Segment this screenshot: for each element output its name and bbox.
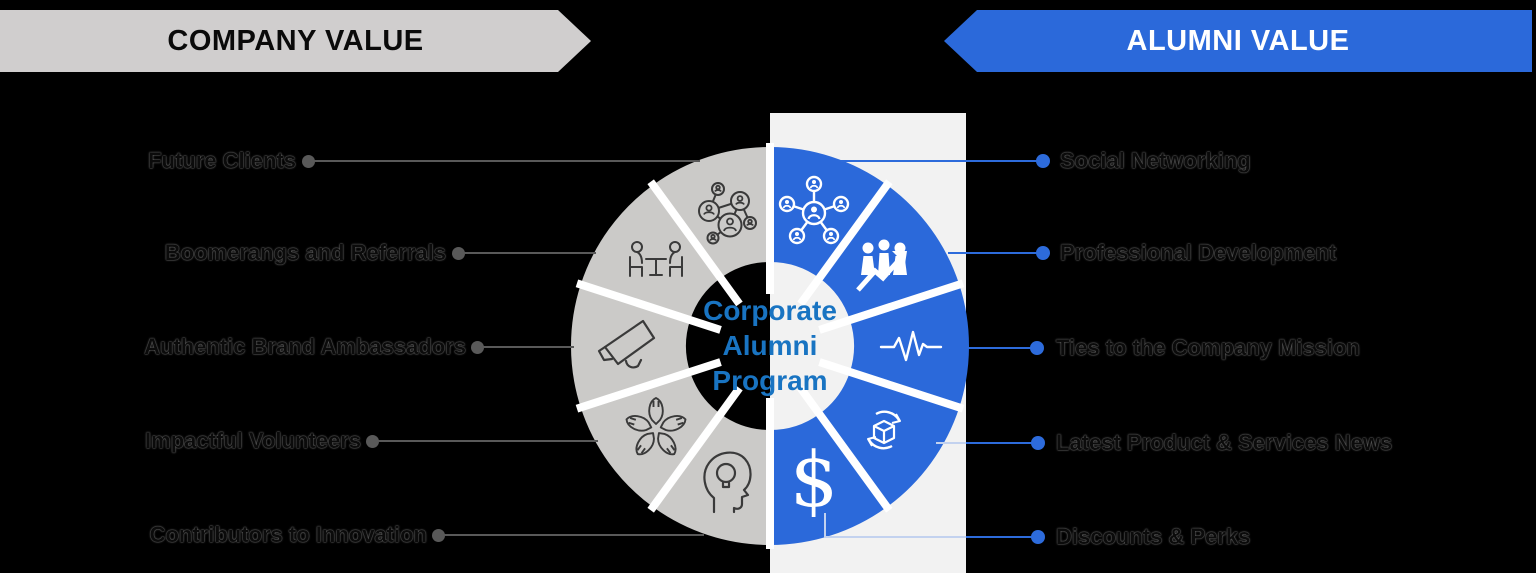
connector-line <box>841 160 1037 162</box>
connector-line <box>967 347 1031 349</box>
connector-line <box>948 252 1037 254</box>
connector-dot <box>471 341 484 354</box>
connector-dot <box>1036 154 1050 168</box>
connector-line <box>483 346 574 348</box>
segment-company-0 <box>653 413 770 545</box>
connector-dot <box>302 155 315 168</box>
segment-separator <box>797 385 893 513</box>
label-impactful-volunteers: Impactful Volunteers <box>145 428 361 453</box>
segment-company-1 <box>580 371 721 507</box>
connector-dot <box>452 247 465 260</box>
connector-line <box>314 160 700 162</box>
segment-separator <box>797 179 893 307</box>
label-professional-development: Professional Development <box>1060 240 1337 265</box>
svg-text:$: $ <box>790 435 838 524</box>
connector-line <box>378 440 598 442</box>
connector-line <box>824 536 966 538</box>
heartbeat-icon <box>879 330 943 362</box>
hands-together-icon <box>625 397 687 456</box>
segment-company-2 <box>571 284 691 408</box>
company-value-banner-label: COMPANY VALUE <box>167 24 424 57</box>
segment-separator <box>647 385 743 513</box>
segment-separator <box>647 179 743 307</box>
connector-dot <box>1031 436 1045 450</box>
connector-dot <box>1030 341 1044 355</box>
diagram-title-line1: Corporate <box>703 295 837 326</box>
segment-separator <box>575 279 722 334</box>
alumni-value-banner: ALUMNI VALUE <box>944 10 1532 72</box>
segment-separator <box>575 358 722 413</box>
label-future-clients: Future Clients <box>148 148 296 173</box>
connector-dot <box>366 435 379 448</box>
company-value-banner: COMPANY VALUE <box>0 10 591 72</box>
dollar-icon: $ <box>790 435 838 524</box>
segment-separator <box>818 358 965 413</box>
label-ties-to-the-company-mission: Ties to the Company Mission <box>1056 335 1360 360</box>
connector-line <box>824 513 826 537</box>
label-contributors-to-innovation: Contributors to Innovation <box>149 522 427 547</box>
growth-people-icon <box>856 239 907 292</box>
label-latest-product-services-news: Latest Product & Services News <box>1056 430 1393 455</box>
label-discounts-and-perks: Discounts & Perks <box>1056 524 1251 549</box>
segment-alumni-4 <box>770 413 887 545</box>
segment-alumni-0 <box>770 147 887 279</box>
connector-line <box>966 536 1032 538</box>
label-social-networking: Social Networking <box>1060 148 1251 173</box>
alumni-value-banner-label: ALUMNI VALUE <box>1126 24 1350 57</box>
interview-table-icon <box>629 241 683 277</box>
connector-line <box>464 252 596 254</box>
label-authentic-brand-ambassadors: Authentic Brand Ambassadors <box>144 334 466 359</box>
connector-dot <box>432 529 445 542</box>
label-boomerangs-and-referrals: Boomerangs and Referrals <box>164 240 446 265</box>
megaphone-icon <box>597 319 656 369</box>
connector-line <box>936 442 966 444</box>
segment-alumni-1 <box>819 185 960 321</box>
connector-line <box>444 534 704 536</box>
social-hub-icon <box>778 175 850 245</box>
people-network-icon <box>698 182 757 245</box>
idea-head-icon <box>703 451 752 514</box>
connector-dot <box>1036 246 1050 260</box>
product-cycle-icon <box>867 410 901 450</box>
connector-dot <box>1031 530 1045 544</box>
diagram-title: Corporate Alumni Program <box>655 293 885 398</box>
connector-line <box>966 442 1032 444</box>
diagram-title-line3: Program <box>712 365 828 396</box>
diagram-title-line2: Alumni <box>722 330 818 361</box>
segment-company-3 <box>580 185 721 321</box>
segment-separator <box>818 279 965 334</box>
